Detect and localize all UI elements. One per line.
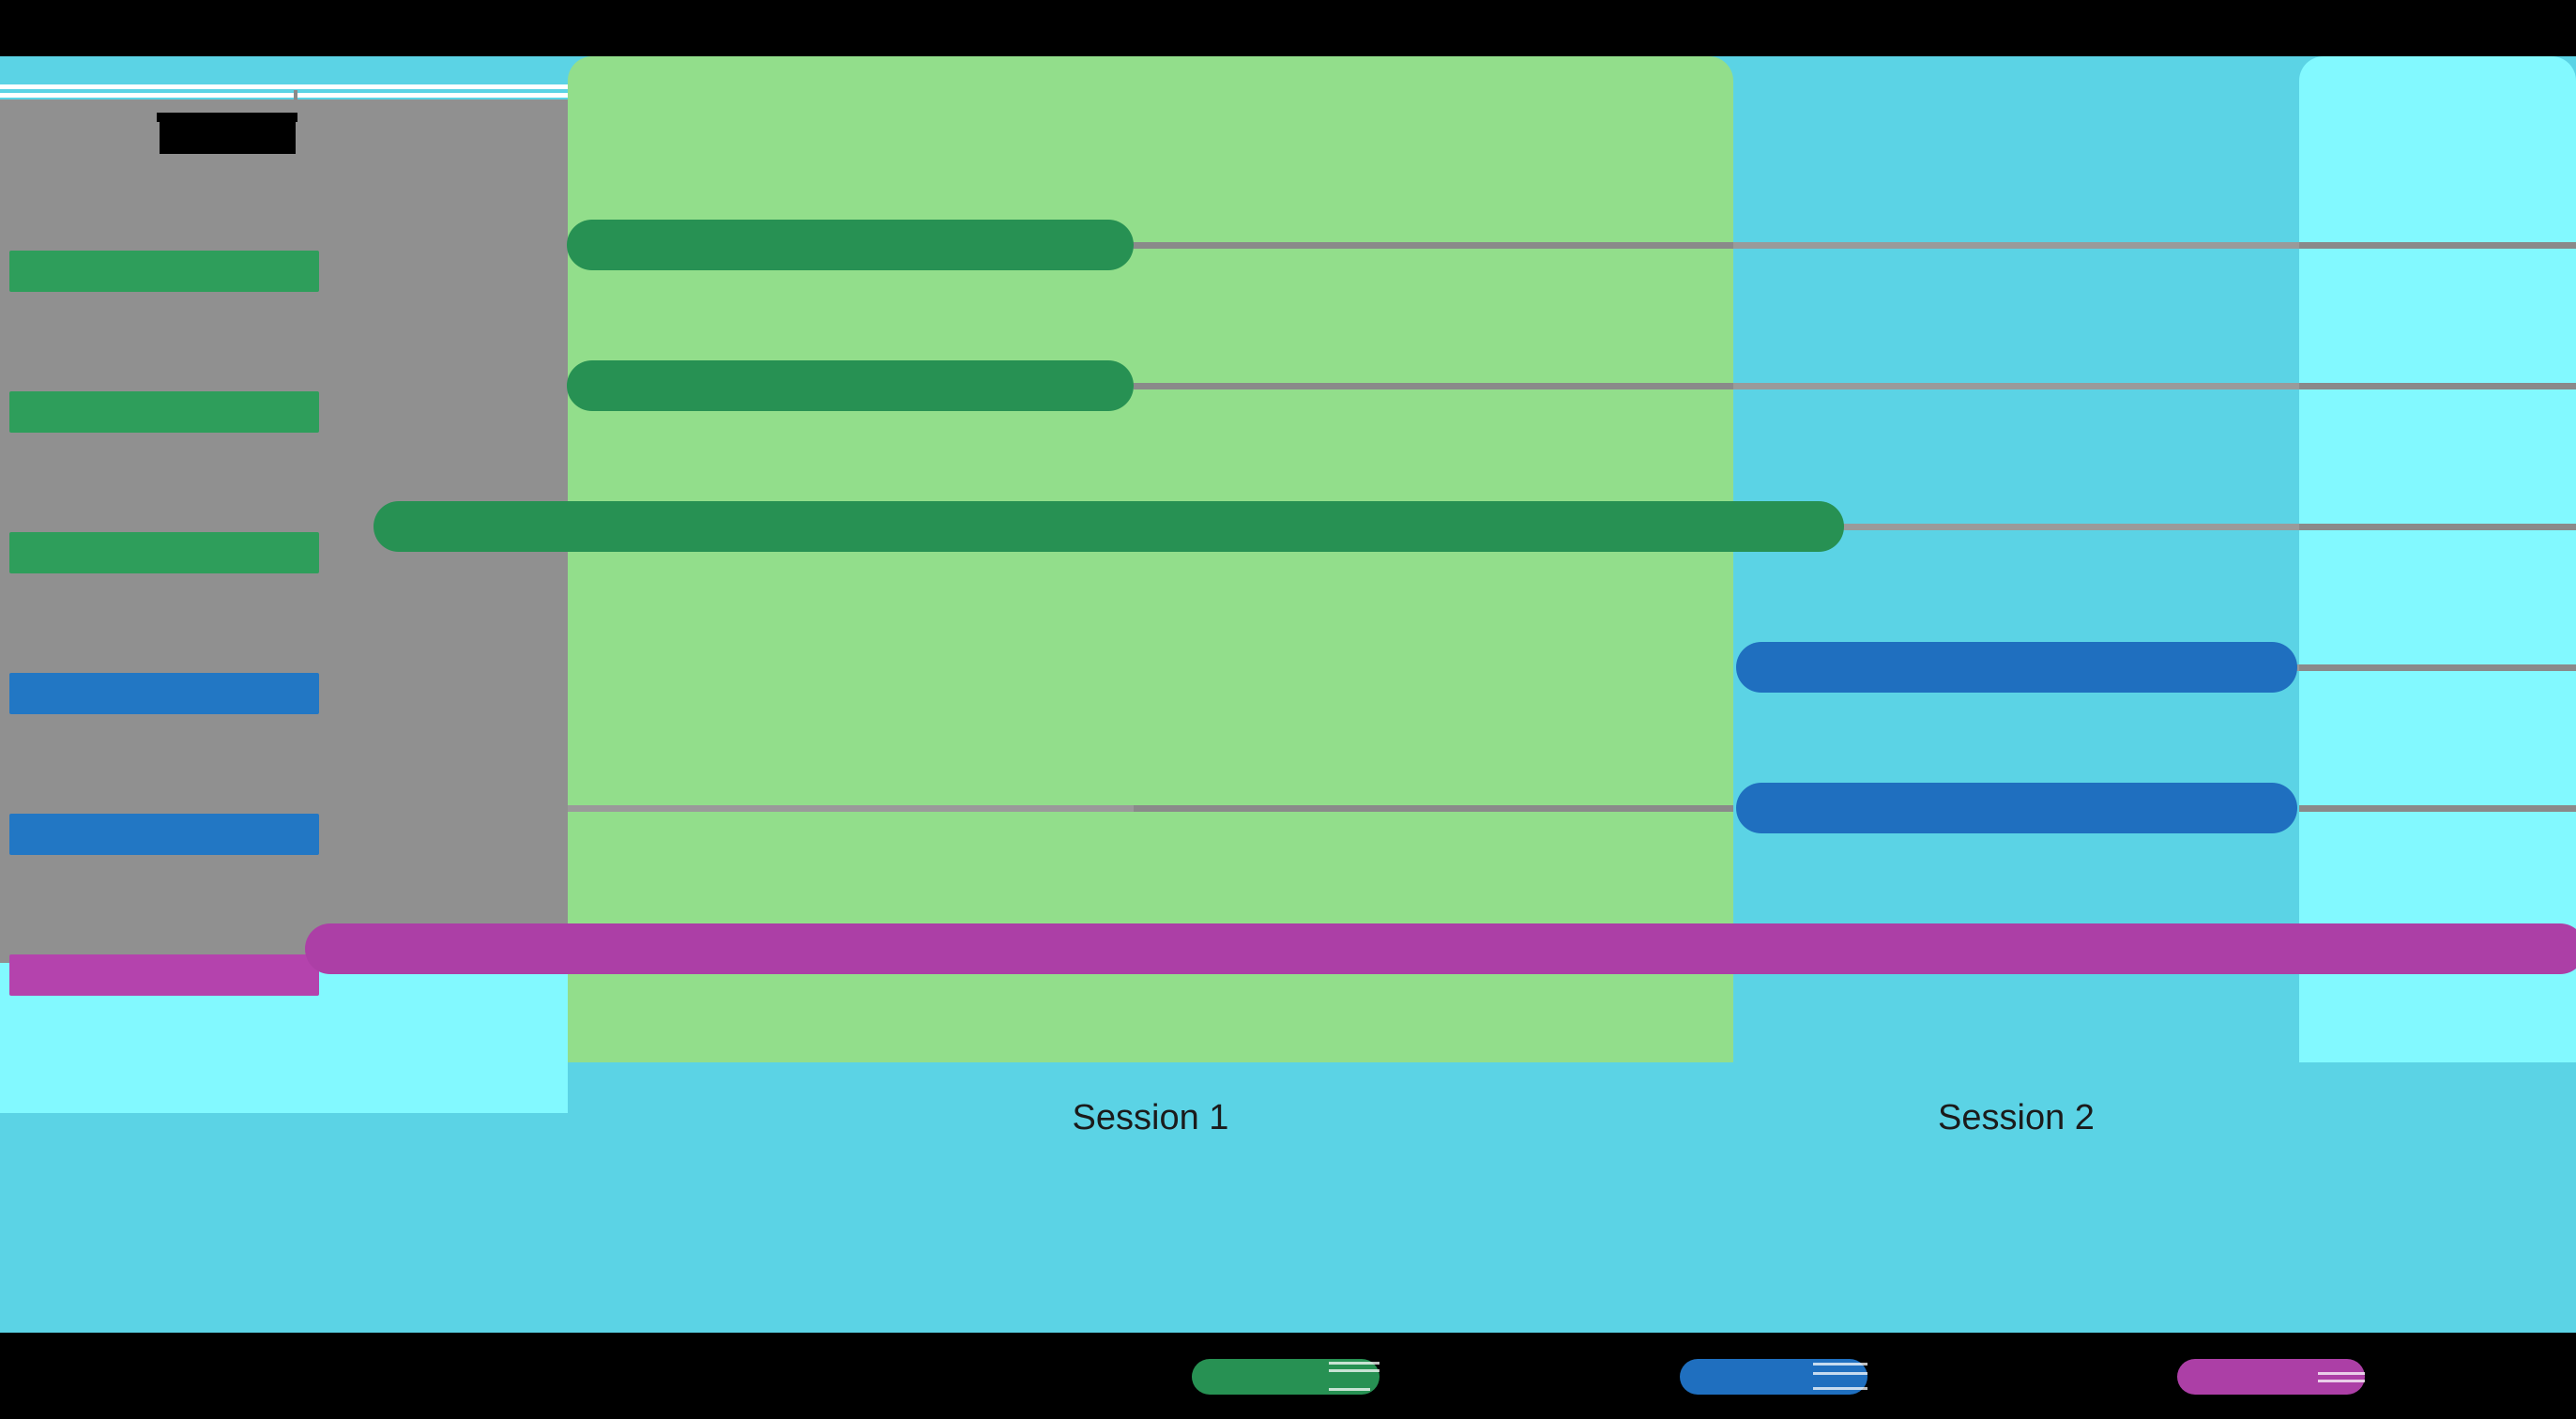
redaction-streak xyxy=(1813,1387,1867,1390)
chart-title-redaction xyxy=(157,113,297,154)
redaction-streak xyxy=(1329,1369,1379,1372)
redaction-streak xyxy=(2318,1372,2365,1375)
gridline-row-4-a xyxy=(568,805,1134,812)
gridline-row-1-c xyxy=(1733,383,2299,389)
redaction-streak xyxy=(2318,1380,2365,1382)
redaction-streak xyxy=(1329,1362,1379,1365)
frame-tick-mark xyxy=(294,90,297,99)
gridline-row-0-c xyxy=(1733,242,2299,249)
gantt-bar-4[interactable] xyxy=(1736,783,2297,833)
session-1-label: Session 1 xyxy=(1072,1098,1229,1137)
legend-label-2 xyxy=(2177,1359,2365,1395)
redaction-streak xyxy=(1813,1363,1867,1366)
row-label-5[interactable] xyxy=(9,954,319,996)
row-label-2[interactable] xyxy=(9,532,319,573)
row-label-gutter-left xyxy=(0,99,294,1062)
frame-hairline-lower xyxy=(0,93,568,98)
redaction-streak xyxy=(1329,1388,1370,1391)
gantt-bar-2[interactable] xyxy=(373,501,1844,552)
row-label-4[interactable] xyxy=(9,814,319,855)
gantt-bar-0[interactable] xyxy=(567,220,1134,270)
gantt-bar-5[interactable] xyxy=(305,923,2576,974)
row-label-0[interactable] xyxy=(9,251,319,292)
gantt-bar-1[interactable] xyxy=(567,360,1134,411)
row-label-1[interactable] xyxy=(9,391,319,433)
redaction-streak xyxy=(1813,1372,1867,1375)
gridline-row-4-b xyxy=(1134,805,1733,812)
gantt-bar-3[interactable] xyxy=(1736,642,2297,693)
gridline-row-1-b xyxy=(1134,383,1733,389)
gridline-row-0-b xyxy=(1134,242,1733,249)
gridline-row-2-d xyxy=(2299,524,2576,530)
session-region-2 xyxy=(1733,56,2299,1218)
row-label-gutter-right xyxy=(297,99,568,1062)
row-label-gutter-split xyxy=(294,99,297,1062)
row-label-3[interactable] xyxy=(9,673,319,714)
gridline-row-3-d xyxy=(2299,664,2576,671)
gridline-row-0-d xyxy=(2299,242,2576,249)
chart-title-redaction-tail xyxy=(157,113,297,122)
gantt-plot-area xyxy=(0,56,2576,1218)
session-region-3 xyxy=(2299,56,2576,1218)
gridline-row-4-d xyxy=(2299,805,2576,812)
frame-hairline-upper xyxy=(0,84,568,89)
legend-swatch-magenta xyxy=(2177,1359,2365,1395)
session-2-label: Session 2 xyxy=(1938,1098,2095,1137)
gridline-row-2-c xyxy=(1733,524,2299,530)
letterbox-top xyxy=(0,0,2576,56)
gridline-row-1-d xyxy=(2299,383,2576,389)
chart-legend xyxy=(0,1333,2576,1419)
